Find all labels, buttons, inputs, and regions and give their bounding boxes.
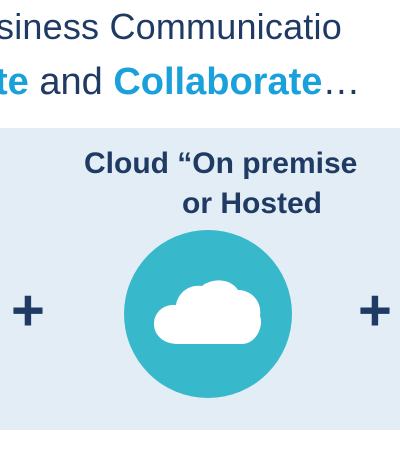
cloud-icon — [154, 280, 262, 344]
panel-title: Cloud “On premise or Hosted — [84, 144, 400, 224]
plus-icon-left: + — [11, 278, 45, 343]
panel-title-line-1: Cloud “On premise — [84, 147, 358, 180]
headline-accent-1: te — [0, 61, 29, 103]
panel-title-line-2: or Hosted — [182, 187, 323, 220]
headline-line-1: siness Communicatio — [0, 6, 342, 47]
cloud-badge — [124, 230, 292, 398]
headline-accent-2: Collaborate — [113, 61, 323, 103]
headline-connector: and — [28, 61, 114, 103]
headline-line-2: te and Collaborate… — [0, 60, 360, 104]
plus-icon-right: + — [358, 278, 392, 343]
headline-ellipsis: … — [322, 61, 361, 103]
